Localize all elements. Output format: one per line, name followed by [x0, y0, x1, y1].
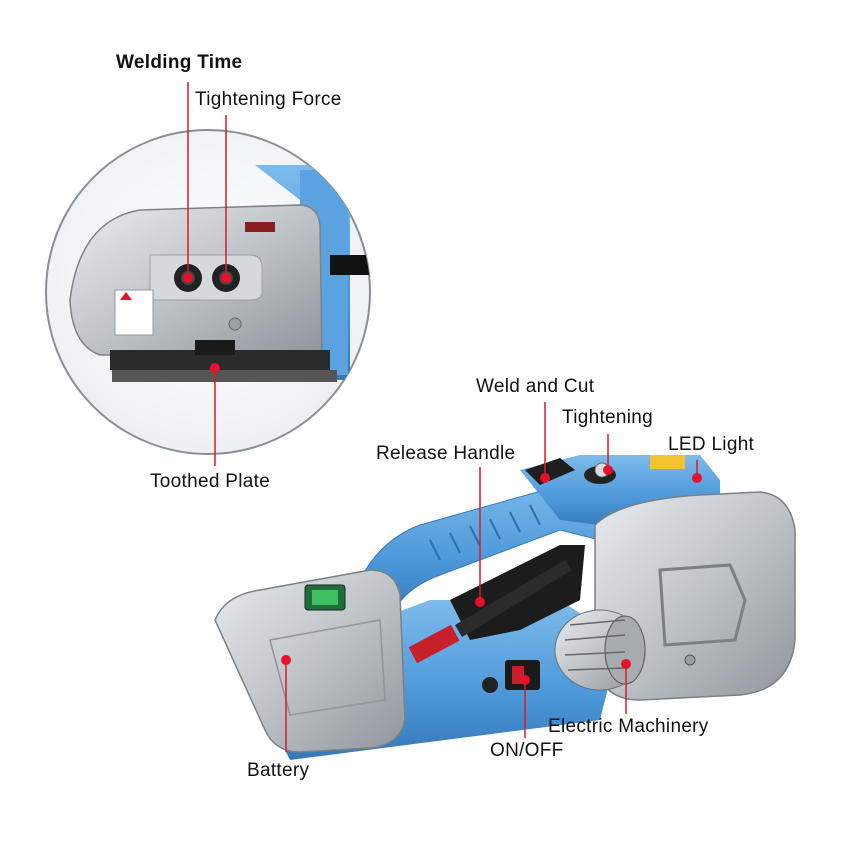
label-electric-machinery: Electric Machinery: [548, 716, 709, 737]
label-toothed-plate: Toothed Plate: [150, 471, 271, 492]
label-on-off: ON/OFF: [490, 740, 564, 761]
detail-inset-image: [45, 129, 371, 455]
label-tightening-force: Tightening Force: [195, 89, 342, 110]
label-battery: Battery: [247, 760, 310, 781]
label-release-handle: Release Handle: [376, 443, 516, 464]
marker-dots: [183, 273, 702, 685]
strapping-tool-image: [214, 455, 796, 760]
label-weld-and-cut: Weld and Cut: [476, 376, 595, 397]
label-welding-time: Welding Time: [116, 52, 243, 73]
label-tightening: Tightening: [562, 407, 654, 428]
label-led-light: LED Light: [668, 434, 755, 455]
callout-lines: [187, 82, 698, 752]
